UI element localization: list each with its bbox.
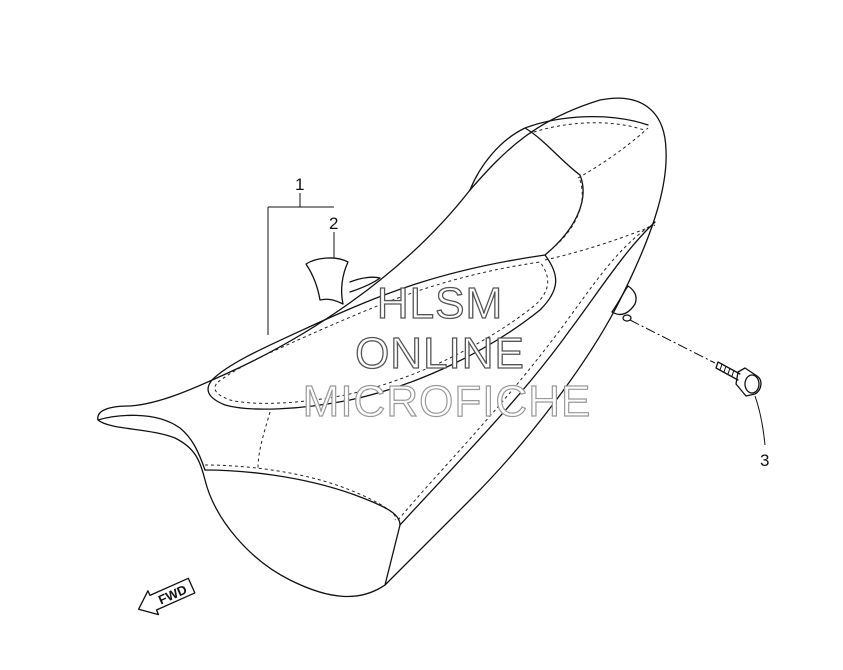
watermark-line-1: HLSM: [377, 279, 503, 328]
seat-rear-pad: [469, 115, 649, 256]
part-2-strap-tail: [349, 276, 381, 293]
seat-front-ridge: [97, 414, 206, 471]
watermark-line-3: MICROFICHE: [303, 377, 592, 426]
fwd-arrow-label: FWD: [156, 582, 189, 608]
stitch-rear-pad: [527, 122, 649, 253]
fwd-arrow: FWD: [137, 577, 196, 616]
stitch-side-upper: [544, 224, 656, 261]
seat-mounting-tab: [611, 285, 637, 316]
callout-3: 3: [760, 451, 769, 470]
stitch-side-lower: [204, 464, 397, 521]
seat-outline: [97, 97, 667, 598]
part-2-strap: [305, 257, 349, 305]
seat-main-pad: [207, 254, 557, 410]
part-3-bolt-threads: [719, 363, 735, 377]
leader-3: [754, 395, 766, 446]
mounting-hole: [622, 314, 632, 322]
seat-side-panel-edge: [399, 221, 656, 526]
leader-1-bracket: [267, 193, 334, 335]
watermark-line-2: ONLINE: [355, 329, 525, 378]
part-3-bolt-shaft: [715, 361, 741, 381]
alignment-line: [629, 319, 716, 364]
seat-lower-panel: [204, 469, 401, 586]
fwd-arrow-shape: [137, 577, 196, 616]
part-3-bolt-head: [735, 367, 762, 397]
callout-2: 2: [329, 214, 338, 233]
part-3-bolt-head-face: [744, 374, 760, 394]
stitch-side-seam: [257, 411, 271, 469]
callout-1: 1: [295, 175, 304, 194]
stitch-main-pad: [214, 261, 549, 404]
